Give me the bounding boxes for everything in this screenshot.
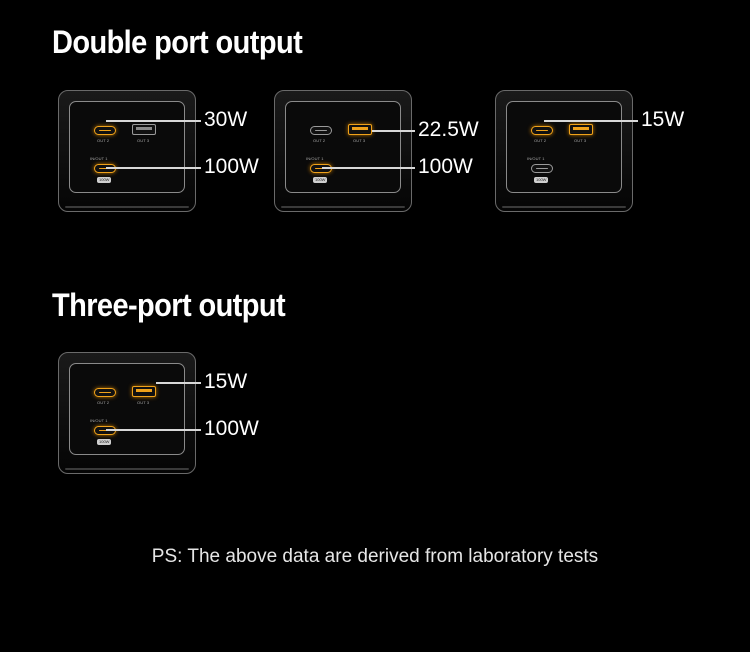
port-panel: OUT 2 OUT 3 IN/OUT 1 100W	[69, 101, 185, 193]
wattage-label-top: 22.5W	[418, 118, 479, 141]
callout-line	[372, 130, 415, 132]
usb-a-port-out3-icon	[569, 124, 593, 135]
usb-c-port-inout1-icon	[310, 164, 332, 173]
port-panel: OUT 2 OUT 3 IN/OUT 1 100W	[285, 101, 401, 193]
port-label-out3: OUT 3	[574, 138, 587, 143]
callout-line	[156, 382, 201, 384]
port-label-out3: OUT 3	[353, 138, 366, 143]
footnote: PS: The above data are derived from labo…	[151, 546, 599, 567]
charger-diagram-double-3: OUT 2 OUT 3 IN/OUT 1 100W	[495, 90, 633, 212]
section-heading-double-port: Double port output	[52, 25, 303, 61]
charger-diagram-three-port: OUT 2 OUT 3 IN/OUT 1 100W	[58, 352, 196, 474]
wattage-label-bottom: 100W	[204, 417, 259, 440]
charger-diagram-double-2: OUT 2 OUT 3 IN/OUT 1 100W	[274, 90, 412, 212]
port-label-out2: OUT 2	[97, 138, 110, 143]
port-label-out2: OUT 2	[97, 400, 110, 405]
usb-c-port-out2-icon	[531, 126, 553, 135]
port-label-out3: OUT 3	[137, 400, 150, 405]
usb-a-port-out3-icon	[132, 386, 156, 397]
port-label-inout1: IN/OUT 1	[90, 418, 108, 423]
usb-c-port-inout1-icon	[531, 164, 553, 173]
charger-diagram-double-1: OUT 2 OUT 3 IN/OUT 1 100W	[58, 90, 196, 212]
usb-a-port-out3-icon	[348, 124, 372, 135]
port-label-inout1: IN/OUT 1	[527, 156, 545, 161]
port-panel: OUT 2 OUT 3 IN/OUT 1 100W	[506, 101, 622, 193]
rating-badge: 100W	[534, 177, 549, 183]
port-panel: OUT 2 OUT 3 IN/OUT 1 100W	[69, 363, 185, 455]
wattage-label-top: 15W	[641, 108, 685, 131]
rating-badge: 100W	[97, 439, 112, 445]
rating-badge: 100W	[313, 177, 328, 183]
callout-line	[544, 120, 638, 122]
callout-line	[106, 429, 201, 431]
port-label-out2: OUT 2	[313, 138, 326, 143]
usb-c-port-out2-icon	[310, 126, 332, 135]
wattage-label-top: 15W	[204, 370, 248, 393]
callout-line	[106, 167, 201, 169]
usb-c-port-out2-icon	[94, 388, 116, 397]
wattage-label-top: 30W	[204, 108, 248, 131]
usb-c-port-inout1-icon	[94, 426, 116, 435]
wattage-label-bottom: 100W	[204, 155, 259, 178]
rating-badge: 100W	[97, 177, 112, 183]
wattage-label-bottom: 100W	[418, 155, 473, 178]
port-label-inout1: IN/OUT 1	[306, 156, 324, 161]
port-label-out3: OUT 3	[137, 138, 150, 143]
section-heading-three-port: Three-port output	[52, 288, 286, 324]
usb-c-port-inout1-icon	[94, 164, 116, 173]
port-label-out2: OUT 2	[534, 138, 547, 143]
callout-line	[106, 120, 201, 122]
port-label-inout1: IN/OUT 1	[90, 156, 108, 161]
callout-line	[322, 167, 415, 169]
usb-c-port-out2-icon	[94, 126, 116, 135]
usb-a-port-out3-icon	[132, 124, 156, 135]
